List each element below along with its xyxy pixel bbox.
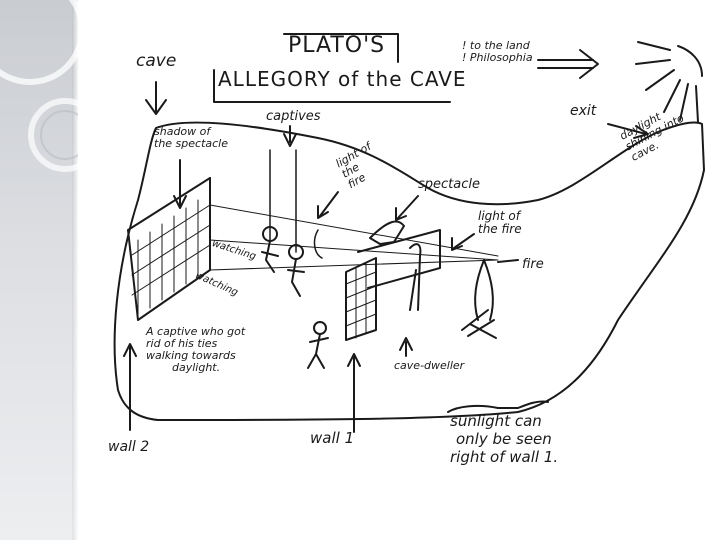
cave-arrow-head xyxy=(145,99,167,115)
label-free-captive-line-4: daylight. xyxy=(172,361,221,375)
label-wall-1: wall 1 xyxy=(310,429,355,447)
label-sunlight-line-1: sunlight can xyxy=(450,412,542,430)
label-shadow-line-1: shadow of xyxy=(154,125,211,138)
label-to-philosophia: ! to the land ! Philosophia xyxy=(462,39,533,65)
label-cave-dweller: cave-dweller xyxy=(394,359,465,372)
sunlight-bracket xyxy=(447,400,549,413)
captives-ropes xyxy=(269,149,297,253)
label-light-right-line-2: the fire xyxy=(478,222,522,237)
label-shadow-line-2: the spectacle xyxy=(154,137,229,151)
fire-light-arrow xyxy=(319,191,339,217)
label-wall-2: wall 2 xyxy=(108,439,150,455)
label-free-captive: A captive who got rid of his ties walkin… xyxy=(146,325,246,375)
exit-arrow xyxy=(607,123,647,135)
label-sunlight-line-3: right of wall 1. xyxy=(450,448,559,466)
label-cave: cave xyxy=(136,51,177,71)
cave-drawing xyxy=(113,33,705,433)
label-spectacle: spectacle xyxy=(418,177,480,192)
cave-outline xyxy=(113,121,705,421)
label-free-captive-line-2: rid of his ties xyxy=(146,337,218,351)
title-line-2: ALLEGORY of the CAVE xyxy=(218,67,467,91)
label-exit: exit xyxy=(570,103,597,119)
label-light-right-line-1: light of xyxy=(478,209,520,223)
fire-wood xyxy=(461,309,497,339)
label-captives: captives xyxy=(266,109,321,124)
label-sunlight-line-2: only be seen xyxy=(456,430,552,448)
label-shadow: shadow of the spectacle xyxy=(154,125,229,151)
slide-sidebar xyxy=(0,0,78,540)
spectacle-puppet xyxy=(369,220,405,245)
label-to-land-line-2: ! Philosophia xyxy=(462,51,533,65)
label-light-of-fire-right: light of the fire xyxy=(478,209,522,237)
label-to-land-line-1: ! to the land xyxy=(462,39,530,52)
philosophia-arrow-shaft xyxy=(537,59,594,69)
light-beams xyxy=(209,204,499,271)
sun-arc xyxy=(677,45,703,77)
title-frame-top xyxy=(283,33,399,63)
captive-figure-2 xyxy=(287,258,305,297)
wall1-brick xyxy=(345,257,377,341)
label-free-captive-line-1: A captive who got xyxy=(146,325,246,338)
fire-arrow xyxy=(497,259,519,263)
fire-flame xyxy=(474,259,494,321)
exit-arrow-head xyxy=(633,125,649,139)
philosophia-arrow-head xyxy=(579,49,599,79)
label-fire: fire xyxy=(522,257,544,272)
sun-rays xyxy=(635,41,699,123)
title-line-1: PLATO'S xyxy=(288,33,386,58)
spectacle-arrow xyxy=(397,195,419,219)
label-sunlight: sunlight can only be seen right of wall … xyxy=(450,412,558,466)
title-frame-bottom xyxy=(213,69,451,103)
label-free-captive-line-3: walking towards xyxy=(146,349,236,363)
free-captive-figure xyxy=(307,333,329,369)
cave-diagram: PLATO'S ALLEGORY of the CAVE cave ! to t… xyxy=(98,20,710,525)
decorative-rings xyxy=(0,0,78,172)
sidebar-edge xyxy=(72,0,78,540)
spectacle-table xyxy=(357,229,441,289)
cave-dweller-figure xyxy=(409,243,422,311)
